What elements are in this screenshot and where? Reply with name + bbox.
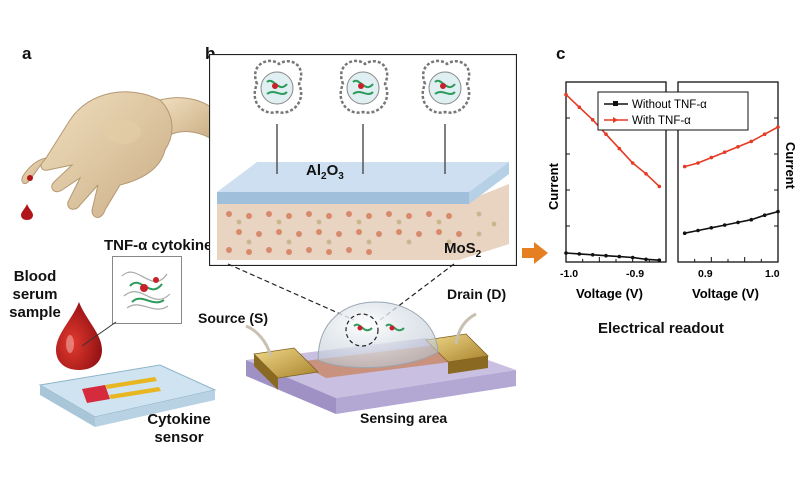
data-point — [709, 226, 714, 230]
panel-label-b: b — [205, 44, 216, 63]
data-point — [722, 223, 727, 227]
panel-label-a: a — [22, 44, 32, 63]
data-point — [749, 139, 754, 144]
source-label: Source (S) — [198, 310, 269, 326]
blood-label-line1: Blood — [13, 268, 57, 285]
tnf-cytokine-label: TNF-α cytokine — [104, 237, 213, 254]
data-point — [657, 258, 662, 262]
cytokine-structure-image — [112, 256, 182, 324]
sensing-area-label: Sensing area — [360, 410, 448, 426]
data-point — [736, 145, 740, 149]
cytokine-sensor-label: Cytokine sensor — [141, 411, 217, 447]
data-point — [749, 217, 754, 222]
data-point — [776, 125, 780, 129]
blood-drop-large — [56, 302, 102, 370]
data-point — [590, 253, 595, 257]
data-point — [604, 253, 608, 258]
mos2-sub: 2 — [475, 249, 482, 260]
drain-label: Drain (D) — [447, 286, 507, 302]
left-tick-1: -1.0 — [560, 268, 578, 280]
data-point — [736, 220, 740, 225]
al2o3-label: Al2O3 — [306, 162, 344, 186]
data-point — [722, 150, 727, 154]
data-point — [590, 118, 595, 122]
current-voltage-chart: Current Current -1.0 -0.9 0.9 1.0 Voltag… — [546, 81, 798, 301]
al2o3-text-1: Al — [306, 162, 321, 179]
left-xlabel: Voltage (V) — [576, 286, 643, 301]
legend-with: With TNF-α — [632, 115, 691, 127]
right-xlabel: Voltage (V) — [692, 286, 759, 301]
sensor-label-line2: sensor — [154, 429, 204, 446]
aptamer-cytokine-2 — [339, 59, 389, 174]
sensor-surface-figure — [209, 54, 517, 266]
blood-serum-sample-label: Blood serum sample — [6, 268, 64, 322]
data-point — [564, 251, 568, 255]
series-line-0-0 — [565, 252, 660, 261]
data-point — [696, 228, 700, 233]
data-point — [776, 209, 780, 214]
electrical-readout-caption: Electrical readout — [598, 320, 724, 337]
data-point — [696, 161, 700, 165]
data-point — [682, 164, 687, 169]
cytokine-sensor-chip — [38, 364, 217, 427]
zoom-dashed-lines — [227, 263, 455, 321]
mos2-label: MoS2 — [444, 240, 481, 264]
mos2-text: MoS — [444, 240, 476, 257]
data-point — [644, 172, 648, 176]
left-tick-2: -0.9 — [626, 268, 644, 280]
blood-label-line2: serum — [12, 286, 58, 303]
right-tick-1: 0.9 — [698, 268, 713, 280]
al2o3-sub-1: 2 — [321, 171, 327, 182]
right-ylabel: Current — [783, 142, 798, 190]
data-point — [657, 184, 662, 189]
legend-without: Without TNF-α — [632, 99, 707, 111]
data-point — [762, 132, 767, 136]
series-line-1-1 — [684, 126, 779, 168]
right-arrow-icon — [522, 242, 548, 264]
data-point — [644, 257, 648, 262]
aptamer-cytokine-3 — [421, 59, 471, 174]
al2o3-sub-2: 3 — [338, 171, 344, 182]
right-tick-2: 1.0 — [765, 268, 780, 280]
panel-label-c: c — [556, 44, 566, 63]
cytokine-pointer-line — [81, 321, 117, 347]
aptamer-cytokine-1 — [253, 59, 303, 174]
data-point — [709, 155, 714, 160]
blood-drop-small — [21, 204, 33, 220]
data-point — [762, 213, 767, 217]
data-point — [564, 92, 568, 97]
data-point — [577, 252, 582, 256]
fet-device-illustration — [245, 301, 516, 414]
data-point — [617, 254, 622, 259]
data-point — [617, 146, 622, 151]
data-point — [604, 132, 608, 136]
data-point — [630, 161, 635, 165]
blood-label-line3: sample — [9, 304, 61, 321]
hand-illustration — [21, 91, 216, 218]
chart-legend: Without TNF-α With TNF-α — [597, 91, 749, 131]
data-point — [577, 105, 582, 109]
series-line-0-1 — [565, 94, 660, 187]
left-ylabel: Current — [546, 162, 561, 210]
sensor-label-line1: Cytokine — [147, 411, 211, 428]
data-point — [682, 231, 687, 235]
al2o3-text-2: O — [326, 162, 339, 179]
series-line-1-0 — [684, 210, 779, 234]
